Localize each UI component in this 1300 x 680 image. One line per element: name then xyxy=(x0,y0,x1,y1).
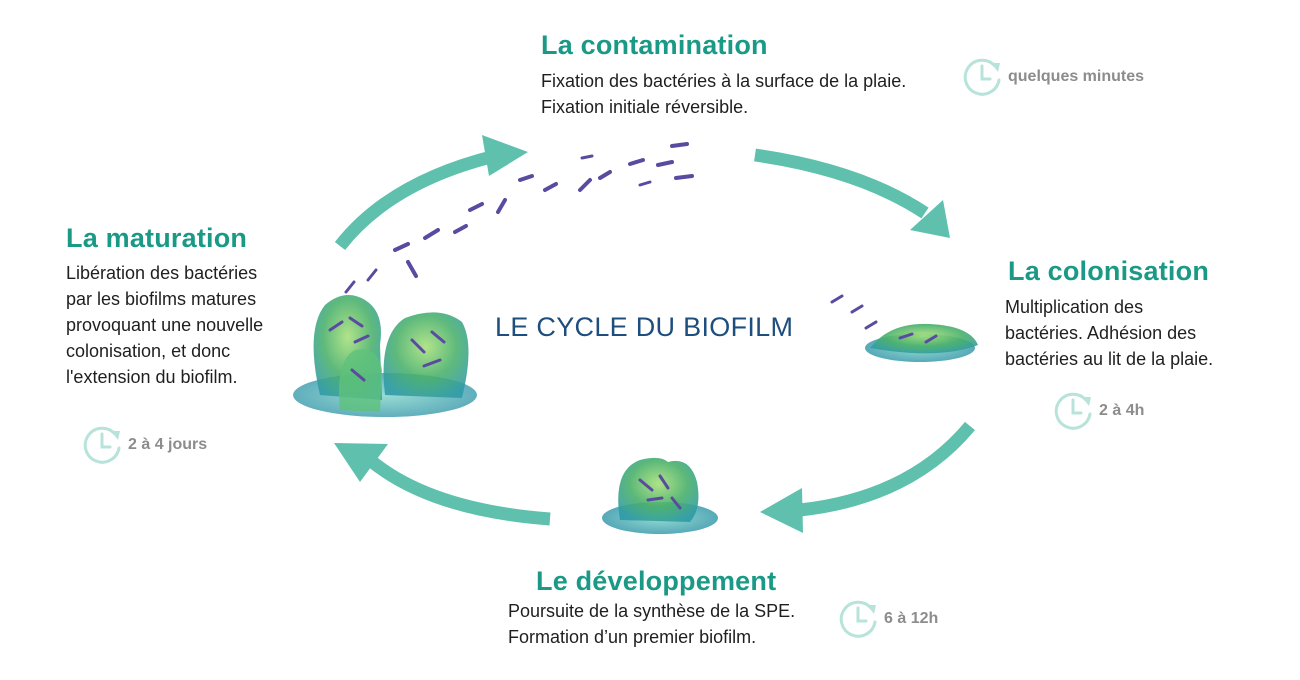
colonisation-timer: 2 à 4h xyxy=(1053,390,1144,432)
colonisation-line: Multiplication des xyxy=(1005,297,1144,317)
developpement-biofilm-illustration xyxy=(602,457,718,534)
clock-icon xyxy=(839,600,877,638)
colonisation-description: Multiplication des bactéries. Adhésion d… xyxy=(1005,294,1213,372)
maturation-timer: 2 à 4 jours xyxy=(82,424,207,466)
developpement-line: Poursuite de la synthèse de la SPE. xyxy=(508,601,796,621)
developpement-timer: 6 à 12h xyxy=(838,598,938,640)
maturation-biofilm-illustration xyxy=(293,268,477,417)
clock-icon xyxy=(1054,392,1092,430)
colonisation-biofilm-illustration xyxy=(830,294,978,362)
maturation-line: provoquant une nouvelle xyxy=(66,315,264,335)
colonisation-line: bactéries au lit de la plaie. xyxy=(1005,349,1214,369)
developpement-title: Le développement xyxy=(536,566,777,596)
bacteria-trail xyxy=(393,142,694,278)
colonisation-title: La colonisation xyxy=(1008,256,1210,286)
maturation-line: Libération des bactéries xyxy=(66,263,258,283)
contamination-timer: quelques minutes xyxy=(962,56,1144,98)
developpement-description: Poursuite de la synthèse de la SPE. Form… xyxy=(508,598,795,650)
diagram-center-title: LE CYCLE DU BIOFILM xyxy=(495,312,794,342)
maturation-duration: 2 à 4 jours xyxy=(128,436,208,453)
clock-icon xyxy=(963,58,1001,96)
contamination-line: Fixation des bactéries à la surface de l… xyxy=(541,71,907,91)
contamination-duration: quelques minutes xyxy=(1008,68,1145,85)
colonisation-line: bactéries. Adhésion des xyxy=(1005,323,1197,343)
developpement-line: Formation d’un premier biofilm. xyxy=(508,627,757,647)
clock-icon xyxy=(83,426,121,464)
developpement-duration: 6 à 12h xyxy=(884,610,939,627)
cycle-arrow-bottom-right xyxy=(760,421,975,533)
contamination-line: Fixation initiale réversible. xyxy=(541,97,749,117)
maturation-title: La maturation xyxy=(66,223,248,253)
colonisation-duration: 2 à 4h xyxy=(1099,402,1145,419)
cycle-arrow-bottom-left xyxy=(334,443,551,526)
contamination-title: La contamination xyxy=(541,30,768,60)
maturation-description: Libération des bactéries par les biofilm… xyxy=(66,260,263,390)
cycle-arrow-top-left xyxy=(334,135,528,251)
contamination-description: Fixation des bactéries à la surface de l… xyxy=(541,68,906,120)
maturation-line: l'extension du biofilm. xyxy=(66,367,238,387)
maturation-line: colonisation, et donc xyxy=(66,341,231,361)
cycle-arrow-top-right xyxy=(754,148,950,238)
maturation-line: par les biofilms matures xyxy=(66,289,257,309)
